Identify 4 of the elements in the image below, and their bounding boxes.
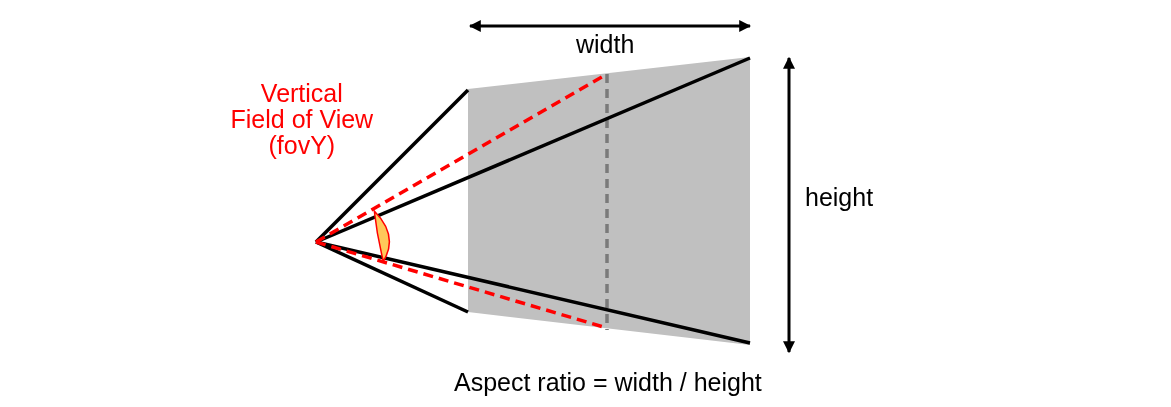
formula-text: Aspect ratio = width / height: [454, 368, 762, 396]
dimension-label: height: [805, 183, 874, 211]
dimension-label: width: [576, 30, 635, 58]
angle-label: Vertical Field of View (fovY): [230, 80, 374, 158]
